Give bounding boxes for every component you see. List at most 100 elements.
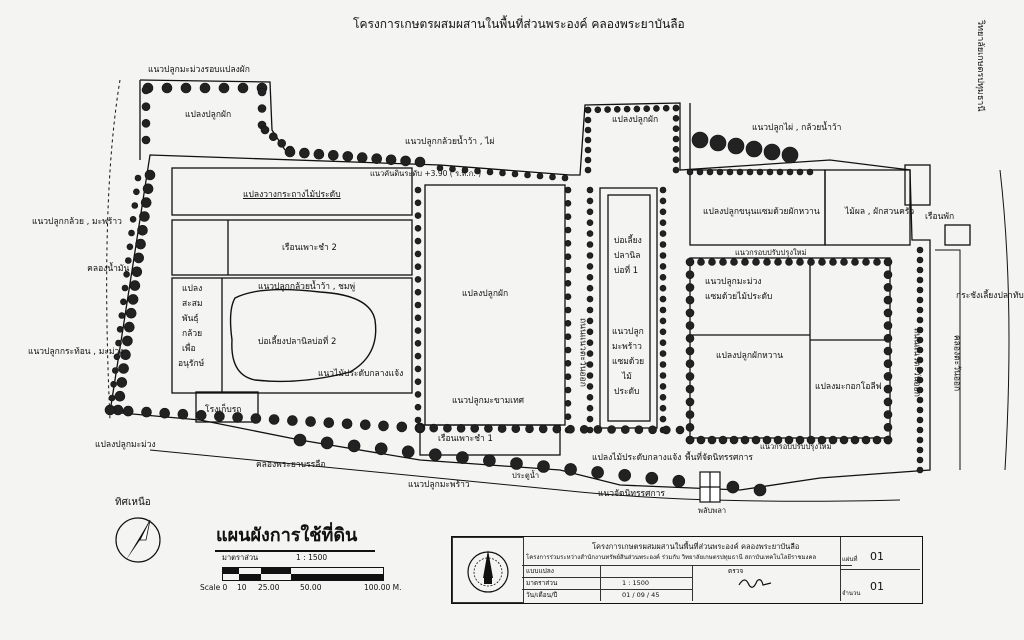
tree-icon xyxy=(740,435,750,445)
tree-icon xyxy=(776,168,784,176)
tree-icon xyxy=(564,253,572,261)
tree-icon xyxy=(499,169,506,177)
tree-icon xyxy=(883,384,893,394)
tree-icon xyxy=(378,420,389,432)
tree-icon xyxy=(672,156,680,163)
tree-icon xyxy=(709,134,727,152)
tree-icon xyxy=(122,405,134,417)
tree-icon xyxy=(883,372,893,381)
tree-icon xyxy=(645,471,659,485)
tree-icon xyxy=(719,258,727,266)
tree-icon xyxy=(108,394,116,402)
tree-icon xyxy=(470,424,480,433)
tree-icon xyxy=(685,346,695,356)
tree-icon xyxy=(659,393,667,401)
tree-icon xyxy=(564,186,572,194)
tb-subtitle: โครงการร่วมระหว่างสำนักงานทรัพย์สินส่วนพ… xyxy=(526,554,817,561)
tree-icon xyxy=(648,425,657,435)
label-pond1-c: บ่อที่ 1 xyxy=(614,266,639,276)
tree-icon xyxy=(685,422,695,432)
tree-icon xyxy=(883,295,893,305)
tree-icon xyxy=(586,361,594,368)
tree-icon xyxy=(443,423,452,433)
tree-icon xyxy=(685,359,695,369)
tree-icon xyxy=(141,119,151,128)
tree-icon xyxy=(861,435,871,445)
tree-icon xyxy=(313,148,325,160)
tree-icon xyxy=(414,276,422,283)
tree-icon xyxy=(685,384,695,394)
tree-icon xyxy=(486,168,494,176)
tree-icon xyxy=(141,102,151,111)
label-ornament-s: แปลงไม้ประดับกลางแจ้ง xyxy=(592,453,682,463)
tree-icon xyxy=(659,252,667,259)
tree-icon xyxy=(564,213,572,220)
label-banana-coconut-w: แนวปลูกกล้วย , มะพร้าว xyxy=(32,217,122,227)
tree-icon xyxy=(661,425,671,435)
label-stock-2: สะสม xyxy=(182,299,203,309)
label-fence-n: แนวกรอบปรับปรุงใหม่ xyxy=(735,248,807,257)
tree-icon xyxy=(414,250,422,258)
tree-icon xyxy=(564,399,572,407)
tree-icon xyxy=(753,483,767,497)
tree-icon xyxy=(916,346,924,354)
tree-icon xyxy=(159,407,170,419)
tree-icon xyxy=(586,197,594,205)
tree-icon xyxy=(839,435,849,445)
tree-icon xyxy=(195,409,207,421)
tree-icon xyxy=(414,365,422,373)
tree-icon xyxy=(449,165,456,173)
tree-icon xyxy=(916,266,924,274)
tree-icon xyxy=(916,396,924,404)
tree-icon xyxy=(277,139,287,148)
tree-icon xyxy=(564,346,572,354)
tree-icon xyxy=(883,422,893,432)
tree-icon xyxy=(414,263,422,271)
tree-icon xyxy=(564,293,572,301)
tree-icon xyxy=(400,155,411,167)
tree-icon xyxy=(817,435,827,445)
tree-icon xyxy=(774,258,782,266)
tree-icon xyxy=(250,413,262,424)
tree-icon xyxy=(356,152,368,163)
tree-icon xyxy=(586,241,594,248)
tree-icon xyxy=(112,367,119,374)
tree-icon xyxy=(806,435,816,445)
tree-icon xyxy=(916,456,924,464)
tree-icon xyxy=(840,258,848,266)
tree-icon xyxy=(685,397,695,407)
tree-icon xyxy=(828,435,838,445)
tree-icon xyxy=(685,333,695,343)
tree-icon xyxy=(916,416,924,424)
tree-icon xyxy=(672,474,686,488)
tree-icon xyxy=(883,333,893,343)
label-stock-1: แปลง xyxy=(182,284,203,294)
tree-icon xyxy=(672,125,680,132)
scale-tick-3: 50.00 xyxy=(300,583,322,592)
label-pond-2: บ่อเลี้ยงปลานิลบ่อที่ 2 xyxy=(258,337,337,347)
tree-icon xyxy=(659,415,667,423)
tree-icon xyxy=(594,106,602,114)
tree-icon xyxy=(436,164,444,172)
tree-icon xyxy=(685,321,695,330)
tree-icon xyxy=(796,168,804,176)
tree-icon xyxy=(268,132,278,141)
tree-icon xyxy=(872,435,882,445)
label-stock-6: อนุรักษ์ xyxy=(178,359,205,369)
tree-icon xyxy=(564,373,572,381)
tree-icon xyxy=(883,410,893,419)
tree-icon xyxy=(564,463,577,476)
tree-icon xyxy=(586,317,594,325)
tree-icon xyxy=(785,258,793,266)
label-water-gate: ประตูน้ำ xyxy=(512,471,540,480)
tree-icon xyxy=(305,416,316,427)
tree-icon xyxy=(685,295,695,305)
tree-icon xyxy=(784,435,794,445)
tree-icon xyxy=(129,216,137,223)
tree-icon xyxy=(659,361,667,368)
label-banana-rose-apple: แนวปลูกกล้วยน้ำว้า , ชมพู่ xyxy=(258,282,356,292)
tree-icon xyxy=(122,335,133,347)
tree-icon xyxy=(524,171,531,179)
tree-icon xyxy=(474,167,481,175)
tree-icon xyxy=(536,172,544,180)
